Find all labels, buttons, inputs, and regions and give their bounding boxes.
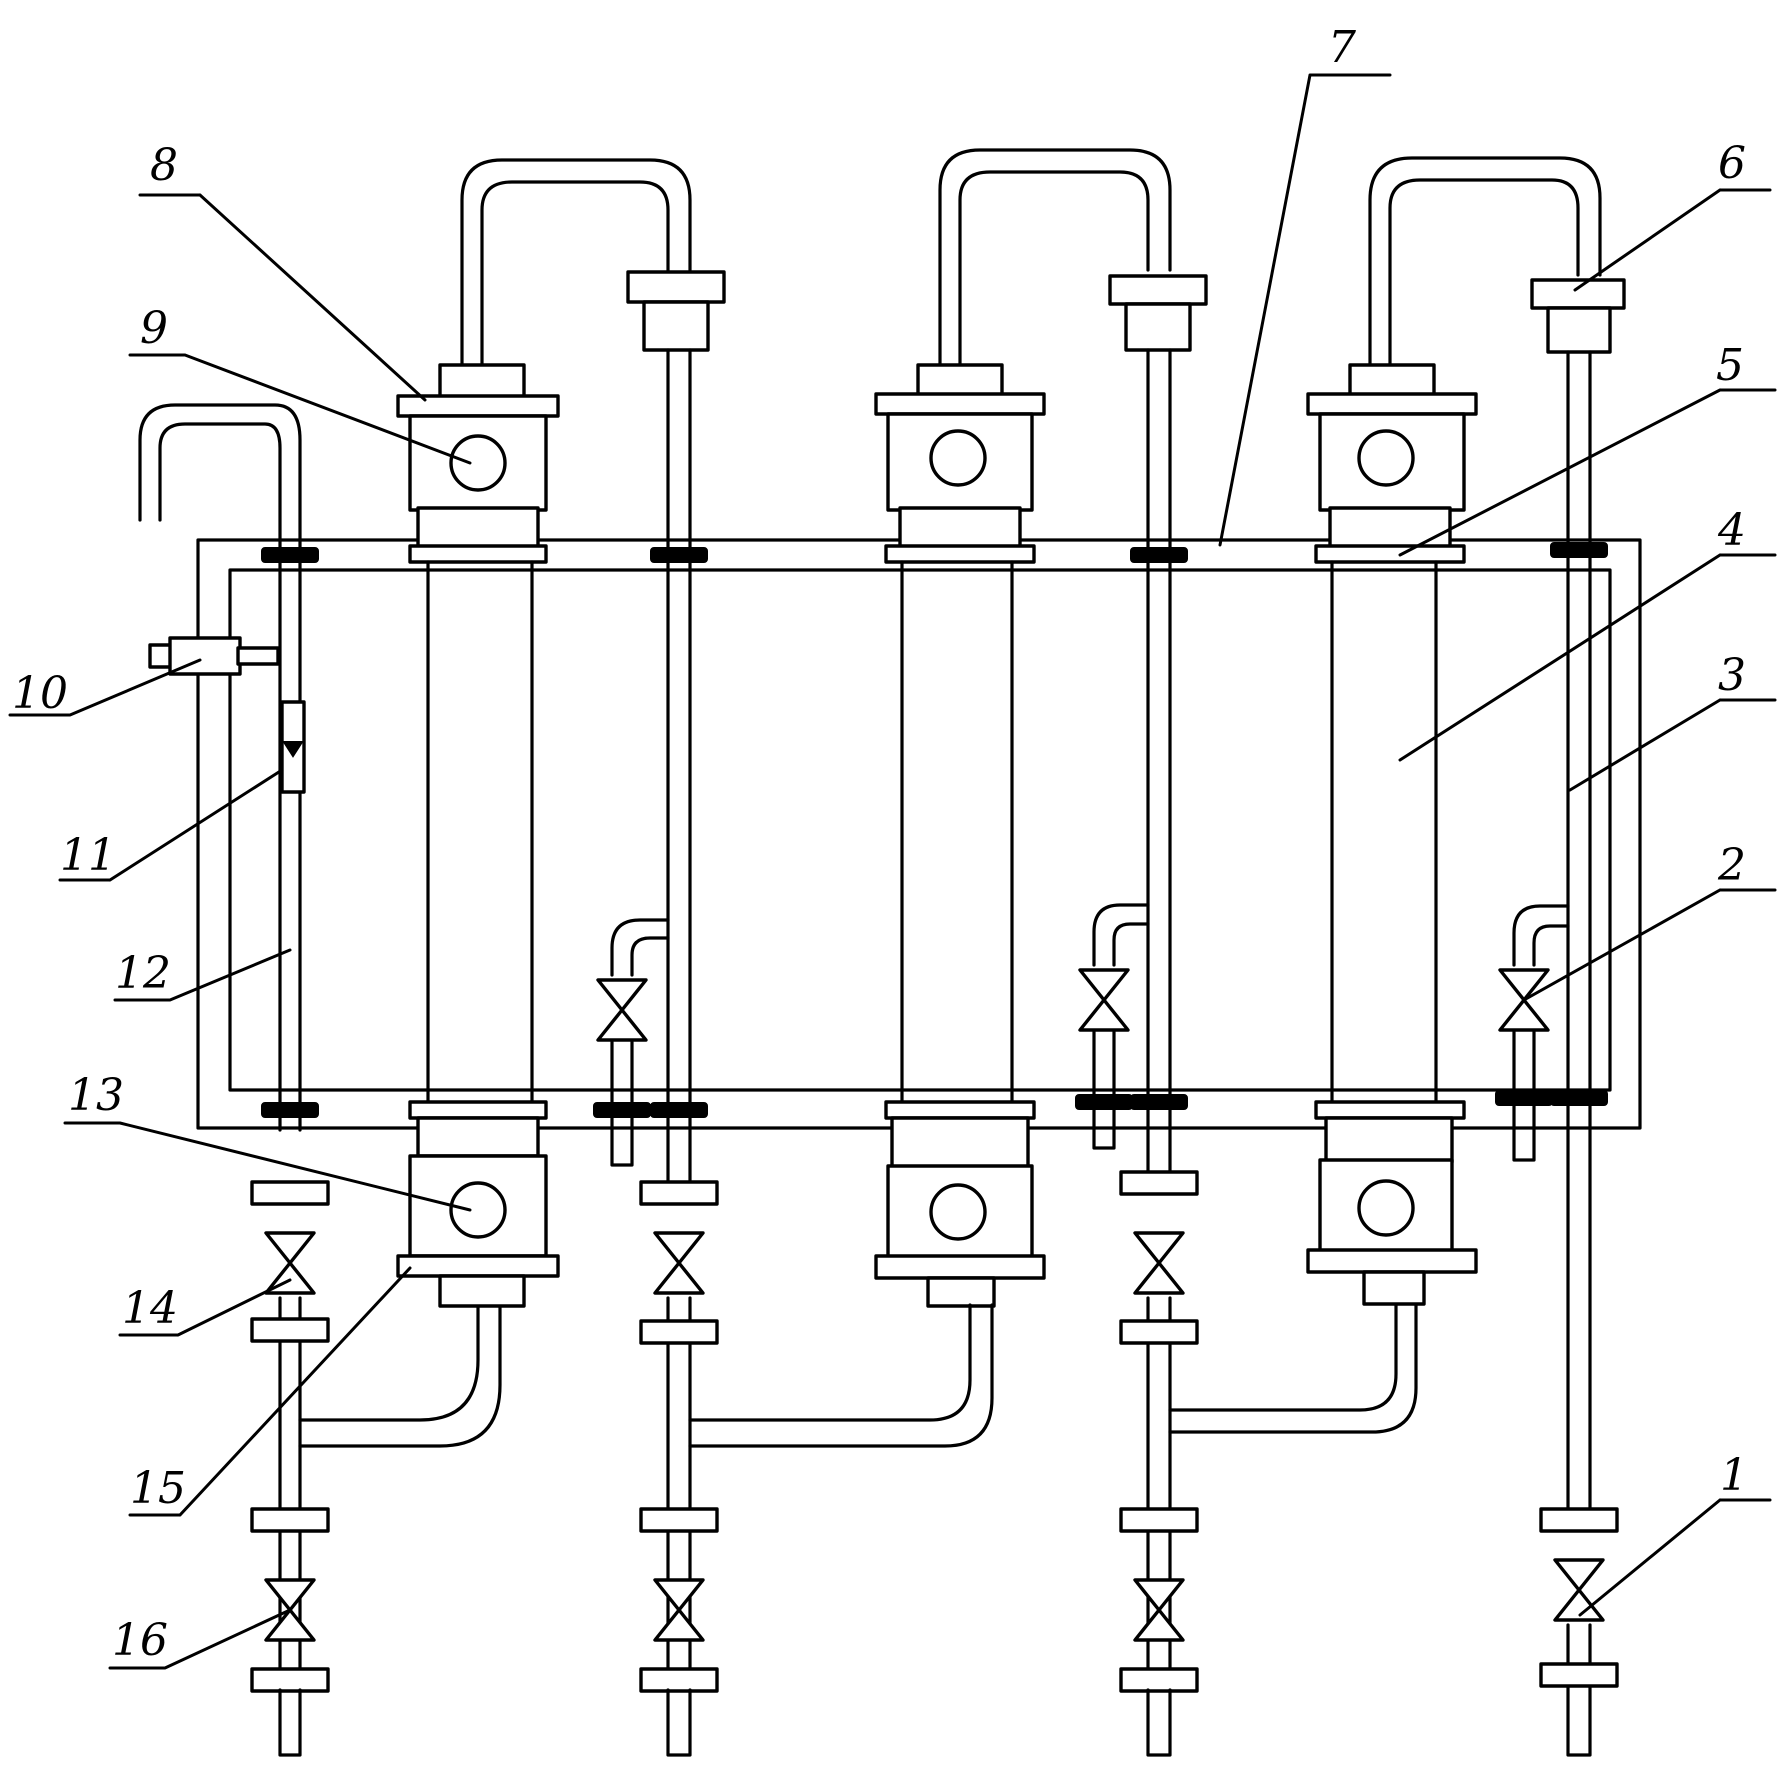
label-4: 4 bbox=[1717, 505, 1746, 556]
label-13: 13 bbox=[68, 1070, 124, 1121]
frame bbox=[196, 538, 1642, 1130]
label-6: 6 bbox=[1718, 138, 1746, 189]
label-7: 7 bbox=[1328, 22, 1356, 73]
label-12: 12 bbox=[115, 948, 171, 999]
label-1: 1 bbox=[1720, 1450, 1748, 1501]
part-labels: 1 2 3 4 5 6 7 8 9 10 11 12 13 14 15 16 bbox=[12, 22, 1748, 1666]
tee-fitting bbox=[148, 636, 280, 676]
riser-pipe-c bbox=[1495, 278, 1626, 1757]
label-3: 3 bbox=[1718, 650, 1746, 701]
column-3 bbox=[1306, 156, 1602, 1306]
leader-lines bbox=[8, 73, 1777, 1670]
column-1 bbox=[396, 158, 692, 1308]
label-10: 10 bbox=[12, 668, 68, 719]
label-2: 2 bbox=[1717, 840, 1746, 891]
label-15: 15 bbox=[130, 1463, 186, 1514]
label-8: 8 bbox=[150, 140, 178, 191]
column-2 bbox=[874, 148, 1172, 1308]
sight-glass-icon bbox=[929, 1183, 987, 1241]
label-14: 14 bbox=[122, 1283, 178, 1334]
sight-glass-icon bbox=[1357, 429, 1415, 487]
sight-glass-icon bbox=[1357, 1179, 1415, 1237]
sight-glass-icon bbox=[929, 429, 987, 487]
coupling-6 bbox=[1530, 278, 1626, 310]
gauge bbox=[280, 700, 306, 794]
sight-glass-icon bbox=[449, 434, 507, 492]
vent-pipe bbox=[138, 403, 502, 1757]
label-5: 5 bbox=[1716, 340, 1744, 391]
label-11: 11 bbox=[60, 830, 116, 881]
sight-glass-icon bbox=[449, 1181, 507, 1239]
label-9: 9 bbox=[140, 303, 168, 354]
riser-pipe-a bbox=[593, 270, 994, 1757]
riser-pipe-b bbox=[1075, 274, 1418, 1757]
label-16: 16 bbox=[112, 1615, 168, 1666]
